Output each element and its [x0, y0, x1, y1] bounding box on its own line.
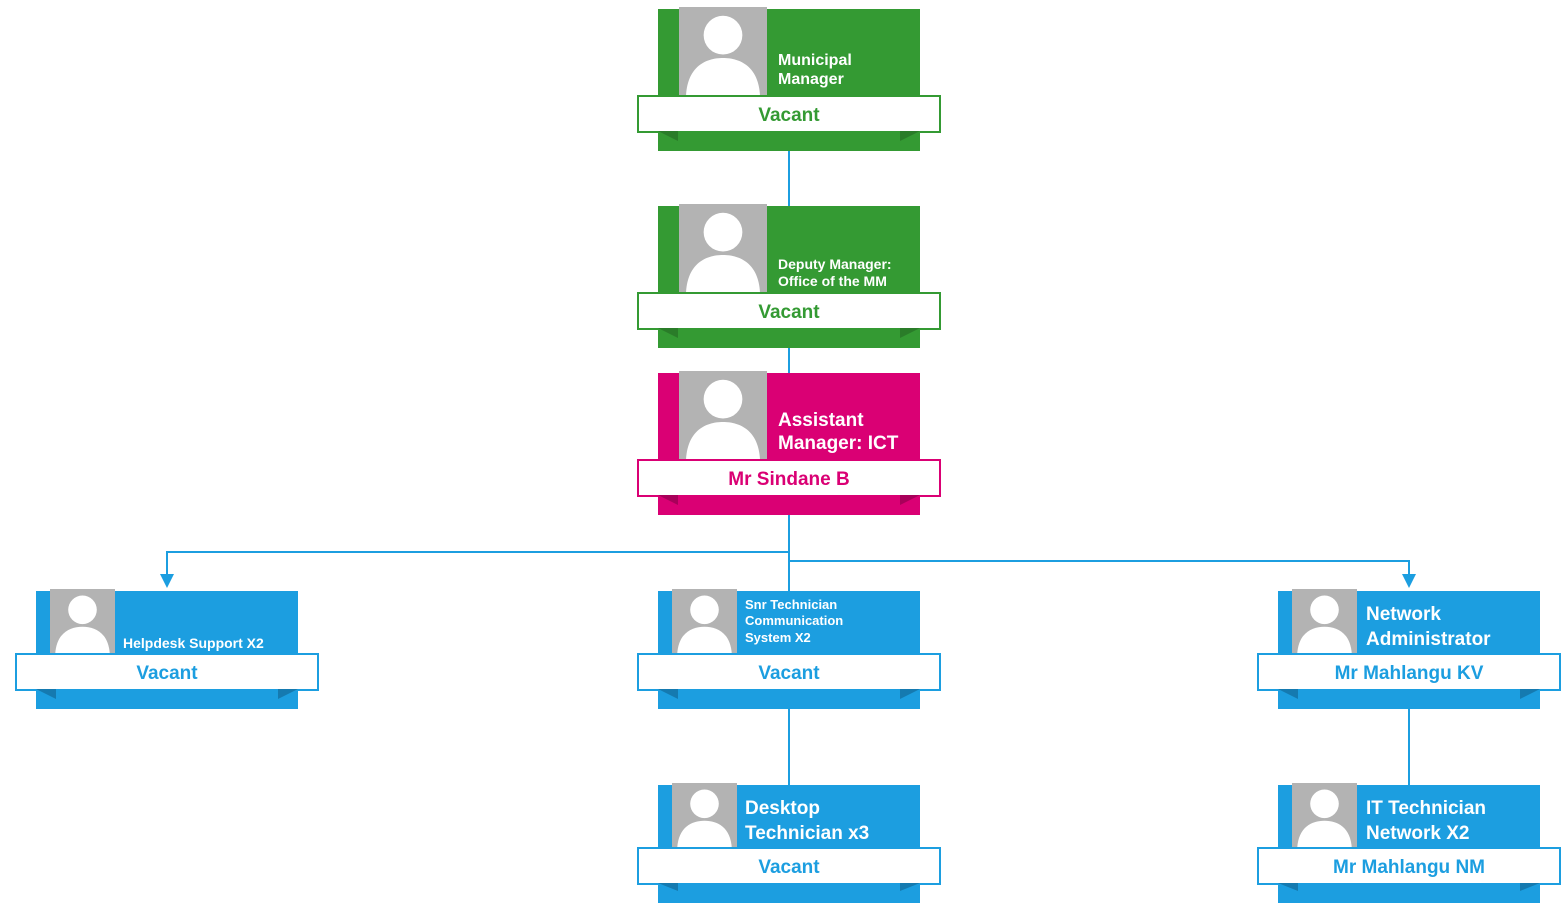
node-name-box: Mr Sindane B — [637, 459, 941, 505]
node-name-box: Mr Mahlangu KV — [1257, 653, 1561, 699]
connector-am-na — [789, 560, 1410, 580]
node-name: Vacant — [758, 663, 820, 684]
person-silhouette-icon — [672, 589, 737, 654]
connector-am-hd — [166, 551, 789, 580]
person-silhouette-icon — [679, 7, 767, 95]
org-node-network-administrator: Network Administrator Mr Mahlangu KV — [1257, 589, 1561, 709]
arrow-down-icon — [160, 574, 174, 588]
node-name-box: Vacant — [15, 653, 319, 699]
node-name-box: Vacant — [637, 653, 941, 699]
person-silhouette-icon — [1292, 589, 1357, 654]
arrow-down-icon — [1402, 574, 1416, 588]
node-name: Vacant — [758, 105, 820, 126]
node-name: Vacant — [758, 857, 820, 878]
node-title: Network Administrator — [1366, 604, 1491, 650]
org-node-desktop-technician: Desktop Technician x3 Vacant — [637, 783, 941, 903]
org-node-it-technician-network: IT Technician Network X2 Mr Mahlangu NM — [1257, 783, 1561, 903]
person-silhouette-icon — [679, 204, 767, 292]
org-node-snr-technician: Snr Technician Communication System X2 V… — [637, 589, 941, 709]
node-name-box: Vacant — [637, 292, 941, 338]
node-name-box: Mr Mahlangu NM — [1257, 847, 1561, 891]
node-name-box: Vacant — [637, 847, 941, 891]
org-node-municipal-manager: Municipal Manager Vacant — [637, 7, 941, 151]
node-name: Vacant — [136, 663, 198, 684]
org-node-assistant-manager-ict: Assistant Manager: ICT Mr Sindane B — [637, 371, 941, 515]
node-title: Helpdesk Support X2 — [123, 635, 264, 651]
node-name: Mr Sindane B — [728, 469, 850, 490]
node-title: Deputy Manager: Office of the MM — [778, 256, 892, 289]
org-node-helpdesk-support: Helpdesk Support X2 Vacant — [15, 589, 319, 709]
node-name: Mr Mahlangu NM — [1333, 857, 1485, 878]
node-title: IT Technician Network X2 — [1366, 798, 1487, 844]
node-name: Vacant — [758, 302, 820, 323]
node-title: Assistant Manager: ICT — [778, 410, 899, 454]
node-title: Municipal Manager — [778, 52, 852, 89]
person-silhouette-icon — [50, 589, 115, 654]
node-name: Mr Mahlangu KV — [1334, 663, 1484, 684]
node-title: Desktop Technician x3 — [745, 798, 870, 844]
org-node-deputy-manager: Deputy Manager: Office of the MM Vacant — [637, 204, 941, 348]
node-name-box: Vacant — [637, 95, 941, 141]
person-silhouette-icon — [1292, 783, 1357, 848]
person-silhouette-icon — [672, 783, 737, 848]
person-silhouette-icon — [679, 371, 767, 459]
node-title: Snr Technician Communication System X2 — [745, 597, 844, 645]
